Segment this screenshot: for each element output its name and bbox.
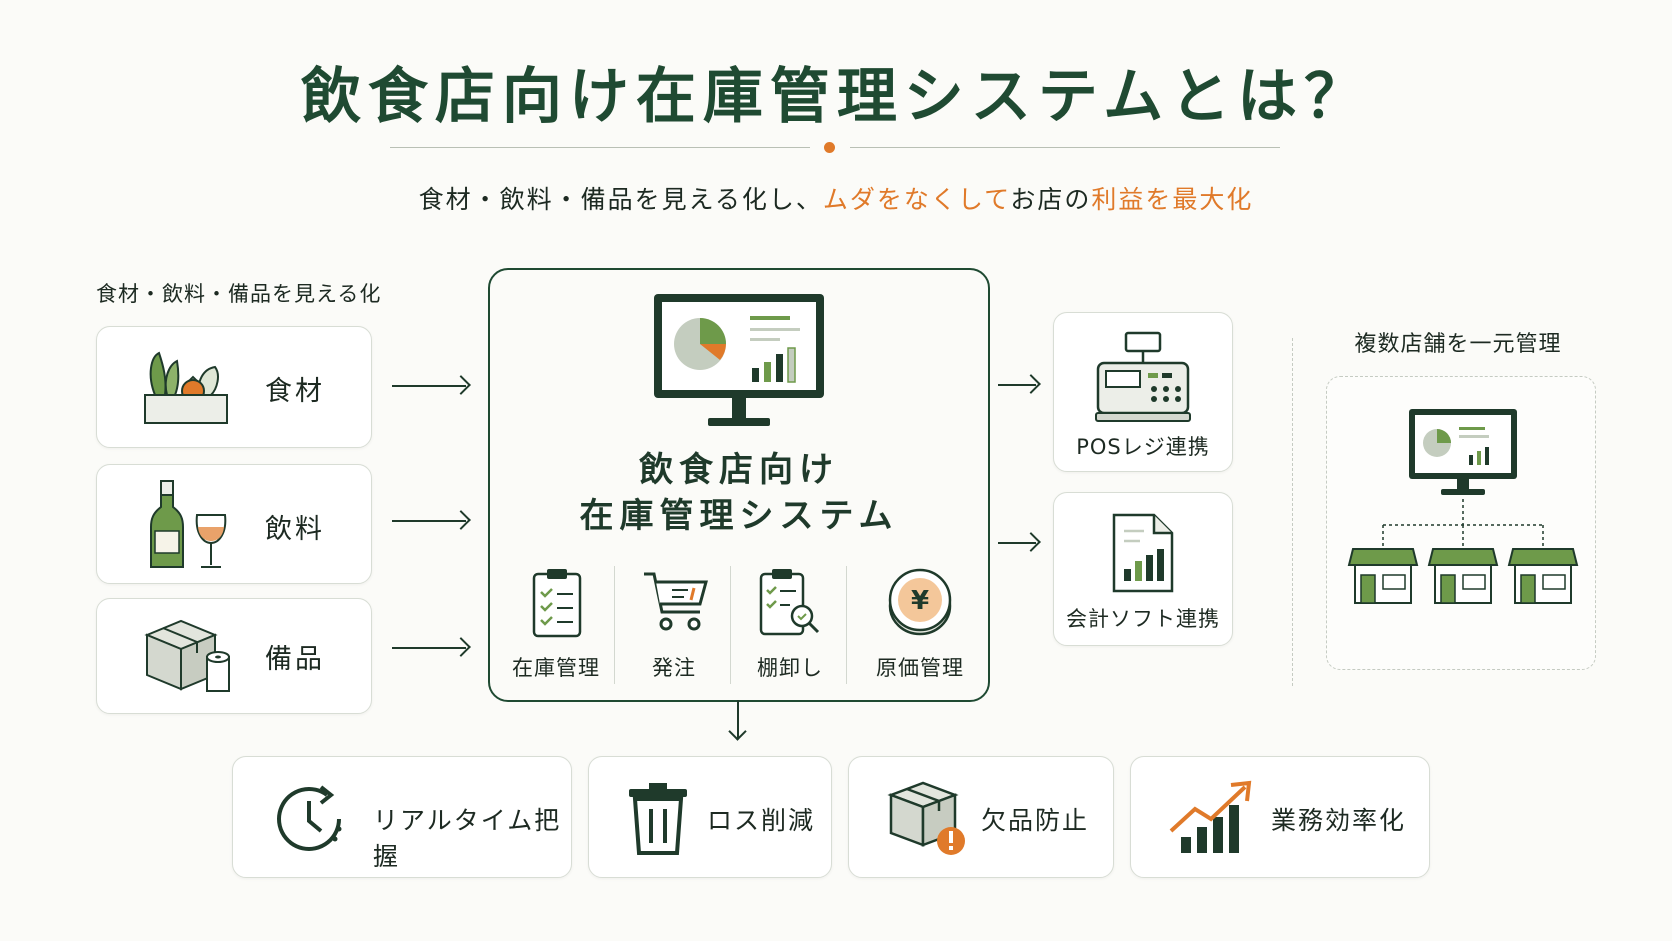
integration-card-accounting: 会計ソフト連携 [1053, 492, 1233, 646]
arrow-system-to-benefits [737, 700, 739, 738]
multi-store-heading: 複数店舗を一元管理 [1354, 332, 1562, 357]
multi-store-box [1326, 376, 1596, 670]
feature-cost: ¥ 原価管理 [862, 560, 978, 690]
subtitle-highlight-1: ムダをなくして [822, 185, 1011, 214]
title-divider-right [850, 147, 1280, 148]
system-box: 飲食店向け 在庫管理システム 在庫管理 発注 [488, 268, 990, 702]
benefit-label-loss-reduction: ロス削減 [707, 806, 816, 835]
feature-label-stocktaking: 棚卸し [757, 656, 823, 680]
svg-text:¥: ¥ [911, 586, 929, 616]
integration-label-pos: POSレジ連携 [1076, 435, 1210, 459]
monitor-dashboard-icon [654, 294, 824, 426]
trash-icon [629, 783, 687, 855]
title-divider-left [390, 147, 810, 148]
feature-label-cost: 原価管理 [876, 656, 964, 680]
inputs-heading: 食材・飲料・備品を見える化 [96, 282, 382, 306]
feature-divider [846, 566, 847, 684]
benefit-label-efficiency: 業務効率化 [1271, 806, 1407, 835]
title-divider-dot [824, 142, 835, 153]
box-toilet-paper-icon [144, 619, 230, 692]
input-label-supplies: 備品 [265, 644, 325, 675]
subtitle: 食材・飲料・備品を見える化し、ムダをなくしてお店の利益を最大化 [0, 180, 1672, 216]
feature-divider [614, 566, 615, 684]
feature-label-ordering: 発注 [652, 656, 696, 680]
system-title-line1: 飲食店向け [639, 450, 839, 490]
arrow-beverages-to-system [392, 520, 466, 522]
subtitle-part1: 食材・飲料・備品を見える化し、 [418, 185, 823, 214]
clipboard-search-icon [759, 569, 820, 636]
input-card-ingredients: 食材 [96, 326, 372, 448]
benefit-card-efficiency: 業務効率化 [1130, 756, 1430, 878]
arrow-ingredients-to-system [392, 385, 466, 387]
pos-register-icon [1095, 331, 1191, 422]
integration-label-accounting: 会計ソフト連携 [1066, 607, 1220, 631]
system-title-line2: 在庫管理システム [579, 496, 899, 536]
benefit-card-realtime: リアルタイム把握 [232, 756, 572, 878]
arrow-system-to-pos [998, 384, 1036, 386]
benefit-label-stockout-prevention: 欠品防止 [981, 806, 1090, 835]
feature-divider [730, 566, 731, 684]
yen-coin-icon: ¥ [888, 568, 952, 636]
feature-inventory: 在庫管理 [498, 560, 614, 690]
input-card-supplies: 備品 [96, 598, 372, 714]
input-label-ingredients: 食材 [265, 376, 325, 407]
subtitle-highlight-2: 利益を最大化 [1091, 185, 1254, 214]
box-warning-icon [887, 781, 965, 855]
feature-ordering: 発注 [616, 560, 732, 690]
wine-bottle-glass-icon [150, 480, 227, 568]
integration-card-pos: POSレジ連携 [1053, 312, 1233, 472]
clipboard-checklist-icon [532, 569, 582, 638]
shopping-cart-icon [644, 572, 708, 631]
benefit-card-loss-reduction: ロス削減 [588, 756, 832, 878]
growth-chart-icon [1169, 780, 1252, 853]
input-label-beverages: 飲料 [265, 514, 325, 545]
input-card-beverages: 飲料 [96, 464, 372, 584]
document-chart-icon [1112, 513, 1174, 593]
subtitle-part2: お店の [1010, 185, 1092, 214]
feature-stocktaking: 棚卸し [732, 560, 848, 690]
benefit-card-stockout-prevention: 欠品防止 [848, 756, 1114, 878]
section-divider [1292, 338, 1293, 686]
clock-icon [277, 785, 342, 851]
arrow-supplies-to-system [392, 647, 466, 649]
monitor-stores-icon [1347, 409, 1579, 604]
benefit-label-realtime: リアルタイム把握 [373, 806, 562, 871]
arrow-system-to-accounting [998, 542, 1036, 544]
feature-label-inventory: 在庫管理 [512, 656, 600, 680]
page-title: 飲食店向け在庫管理システムとは？ [300, 62, 1372, 132]
vegetable-crate-icon [144, 351, 228, 424]
